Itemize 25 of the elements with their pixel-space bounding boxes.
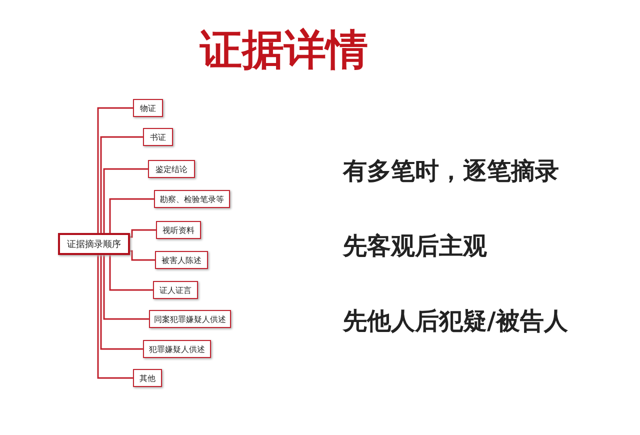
title: 证据详情 bbox=[200, 24, 368, 76]
branch-box: 鉴定结论 bbox=[148, 160, 195, 178]
connector-line bbox=[97, 255, 133, 379]
branch-box: 同案犯罪嫌疑人供述 bbox=[149, 310, 231, 328]
connector-line bbox=[109, 198, 154, 233]
branch-box: 其他 bbox=[133, 369, 162, 387]
branch-box: 被害人陈述 bbox=[155, 251, 208, 269]
branch-box: 勘察、检验笔录等 bbox=[154, 190, 230, 208]
connector-line bbox=[103, 255, 149, 320]
connector-line bbox=[109, 255, 153, 291]
rule-text: 先客观后主观 bbox=[343, 231, 487, 262]
rule-text: 有多笔时，逐笔摘录 bbox=[343, 156, 559, 187]
branch-box: 视听资料 bbox=[156, 221, 201, 239]
connector-line bbox=[103, 168, 148, 233]
rule-text: 先他人后犯疑/被告人 bbox=[343, 306, 568, 337]
branch-box: 书证 bbox=[143, 128, 173, 146]
branch-box: 犯罪嫌疑人供述 bbox=[143, 340, 211, 358]
connector-line bbox=[130, 250, 155, 261]
root-box: 证据摘录顺序 bbox=[58, 233, 130, 255]
connector-line bbox=[100, 136, 143, 233]
connector-line bbox=[100, 255, 143, 350]
connector-line bbox=[97, 107, 133, 233]
branch-box: 证人证言 bbox=[153, 281, 198, 299]
branch-box: 物证 bbox=[133, 99, 163, 117]
connector-line bbox=[130, 229, 156, 238]
